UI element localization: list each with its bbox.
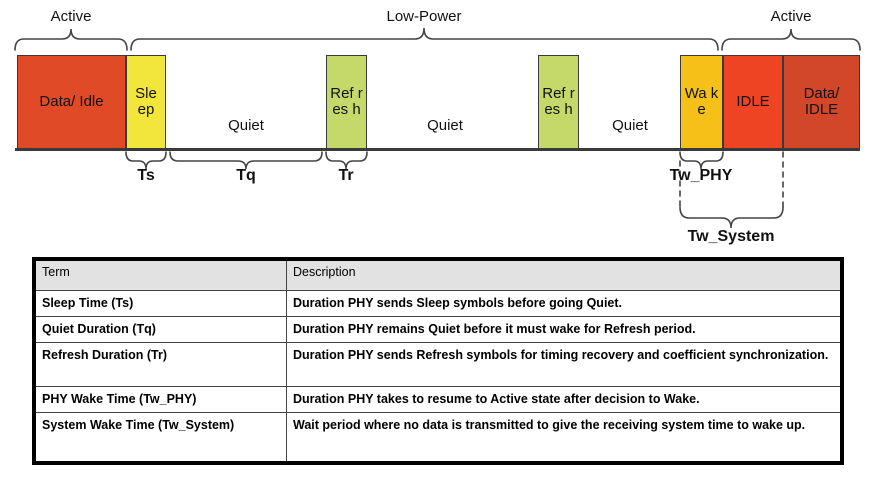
block-label-data-idle-right: Data/ IDLE [803, 84, 840, 118]
brace-label-tq: Tq [236, 167, 256, 184]
quiet-label-3: Quiet [612, 117, 648, 134]
table-header-row: Term Description [33, 258, 843, 291]
term-description-table: Term Description Sleep Time (Ts) Duratio… [32, 257, 844, 465]
block-label-idle: IDLE [736, 92, 770, 110]
block-label-data-idle-left: Data/ Idle [39, 92, 104, 110]
quiet-label-2: Quiet [427, 117, 463, 134]
cell-term: System Wake Time (Tw_System) [33, 412, 287, 463]
timeline-baseline [15, 148, 860, 151]
table-row: Quiet Duration (Tq) Duration PHY remains… [33, 316, 843, 343]
cell-description: Duration PHY remains Quiet before it mus… [286, 316, 843, 343]
brace-label-tw-system: Tw_System [687, 228, 775, 245]
cell-term: Refresh Duration (Tr) [33, 342, 287, 387]
cell-description: Duration PHY sends Sleep symbols before … [286, 290, 843, 317]
cell-description: Duration PHY sends Refresh symbols for t… [286, 342, 843, 387]
brace-path-low-power [130, 27, 719, 51]
block-idle: IDLE [723, 55, 783, 149]
cell-term: Quiet Duration (Tq) [33, 316, 287, 343]
block-refresh-2: Ref res h [538, 55, 579, 149]
brace-label-low-power: Low-Power [386, 8, 462, 25]
table-row: Sleep Time (Ts) Duration PHY sends Sleep… [33, 290, 843, 317]
cell-term: Sleep Time (Ts) [33, 290, 287, 317]
block-refresh-1: Ref res h [326, 55, 367, 149]
brace-label-tr: Tr [338, 167, 354, 184]
block-sleep: Sle ep [126, 55, 166, 149]
brace-label-tw-phy: Tw_PHY [669, 167, 733, 184]
brace-label-active-left: Active [50, 8, 92, 25]
block-label-refresh-1: Ref res h [330, 84, 363, 118]
column-header-description: Description [286, 258, 843, 291]
block-wake: Wa ke [680, 55, 723, 149]
table-row: System Wake Time (Tw_System) Wait period… [33, 412, 843, 463]
table-row: PHY Wake Time (Tw_PHY) Duration PHY take… [33, 386, 843, 413]
cell-description: Wait period where no data is transmitted… [286, 412, 843, 463]
brace-path-active-left [14, 28, 128, 51]
table-row: Refresh Duration (Tr) Duration PHY sends… [33, 342, 843, 387]
quiet-label-1: Quiet [228, 117, 264, 134]
block-data-idle-right: Data/ IDLE [783, 55, 860, 149]
column-header-term: Term [33, 258, 287, 291]
block-data-idle-left: Data/ Idle [17, 55, 126, 149]
brace-path-tw-system [679, 206, 784, 229]
block-label-sleep: Sle ep [135, 84, 157, 118]
brace-label-ts: Ts [137, 167, 155, 184]
brace-label-active-right: Active [770, 8, 812, 25]
power-state-timeline: Active Low-Power Active Data/ Idle Sle e… [14, 8, 861, 245]
block-label-wake: Wa ke [684, 84, 719, 118]
cell-description: Duration PHY takes to resume to Active s… [286, 386, 843, 413]
cell-term: PHY Wake Time (Tw_PHY) [33, 386, 287, 413]
block-label-refresh-2: Ref res h [542, 84, 575, 118]
brace-path-active-right [721, 28, 861, 51]
